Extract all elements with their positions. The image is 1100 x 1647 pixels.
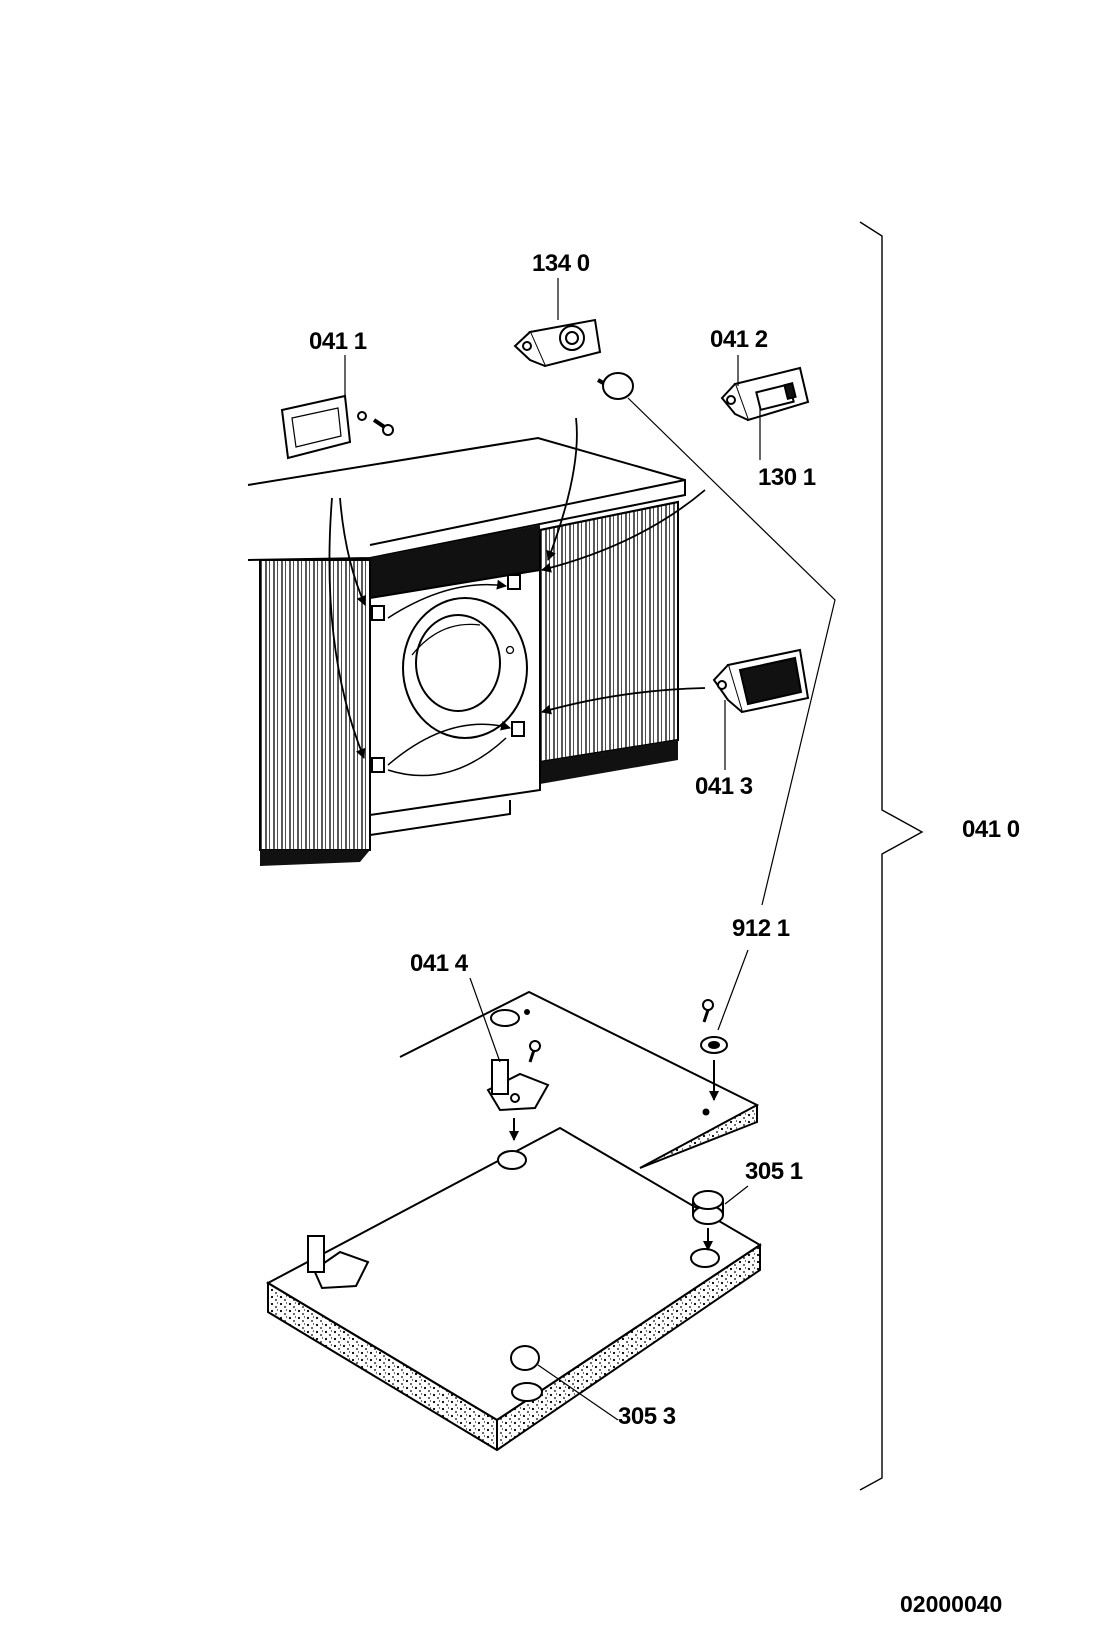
panel-hinge-tl — [371, 605, 385, 621]
left-plinth — [260, 850, 370, 866]
document-number: 02000040 — [900, 1591, 1003, 1617]
part-912-1-screw-knob — [597, 372, 634, 400]
left-cabinet-door — [259, 559, 371, 851]
label-305-3: 305 3 — [618, 1403, 676, 1430]
label-130-1: 130 1 — [758, 464, 816, 491]
panel-hinge-br — [511, 721, 525, 737]
part-041-1-bracket — [280, 394, 394, 460]
part-134-0-catch-plate — [513, 318, 602, 368]
label-305-1: 305 1 — [745, 1158, 803, 1185]
panel-hinge-bl — [371, 757, 385, 773]
appliance-front-panel — [369, 568, 541, 817]
base-board-lower — [265, 1126, 762, 1452]
part-041-4-hinge — [486, 1040, 550, 1112]
label-041-3: 041 3 — [695, 773, 753, 800]
base-board-upper — [399, 990, 760, 1169]
label-041-4: 041 4 — [410, 950, 468, 977]
part-305-1-foot — [692, 1190, 724, 1225]
label-912-1: 912 1 — [732, 915, 790, 942]
group-brace — [859, 221, 924, 1491]
cabinet-assembly — [247, 417, 706, 866]
porthole-outer — [402, 597, 528, 739]
label-041-2: 041 2 — [710, 326, 768, 353]
label-041-1: 041 1 — [309, 328, 367, 355]
porthole-inner — [415, 614, 501, 712]
part-305-3-foot — [510, 1345, 540, 1371]
label-041-0: 041 0 — [962, 816, 1020, 843]
panel-hinge-tr — [507, 574, 521, 590]
right-cabinet-door — [539, 500, 679, 764]
appliance-recess — [370, 525, 540, 610]
part-041-3-magnet-plate — [712, 648, 810, 714]
leader-912-1 — [627, 397, 836, 906]
right-plinth — [540, 740, 678, 784]
part-041-2-latch-bracket — [720, 366, 810, 422]
left-hinge-lower — [307, 1235, 370, 1290]
label-134-0: 134 0 — [532, 250, 590, 277]
part-912-1-washer — [700, 999, 728, 1054]
